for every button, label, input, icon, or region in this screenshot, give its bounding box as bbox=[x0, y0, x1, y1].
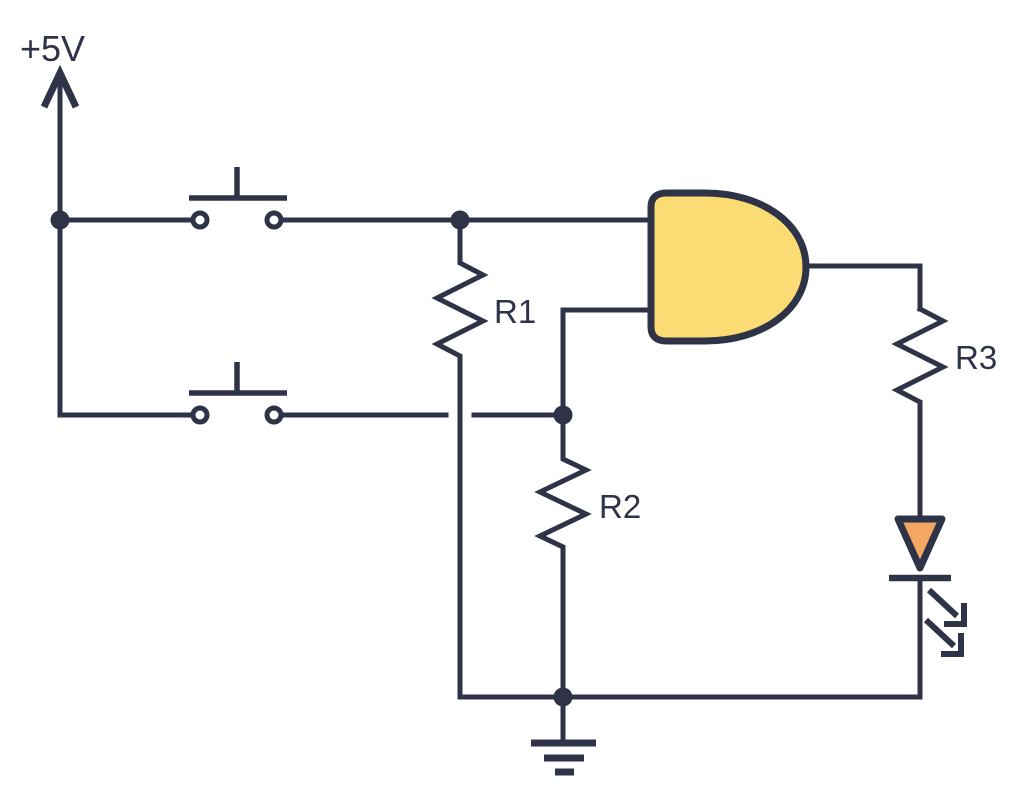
light-arrow-1-head bbox=[944, 603, 967, 627]
junction-dot-ground bbox=[553, 687, 573, 707]
left-rail-wire bbox=[57, 73, 194, 418]
resistor-r2-symbol bbox=[534, 412, 592, 700]
led bbox=[889, 515, 967, 657]
power-supply-arrow: +5V bbox=[20, 28, 85, 109]
push-button-2-contact-left bbox=[190, 405, 210, 425]
led-light-arrows-icon bbox=[923, 587, 967, 657]
ground-symbol bbox=[531, 694, 596, 776]
light-arrow-2-shaft bbox=[923, 617, 957, 649]
supply-voltage-label: +5V bbox=[20, 28, 85, 69]
push-button-2-contact-right bbox=[264, 405, 284, 425]
push-button-1-contact-right bbox=[264, 210, 284, 230]
push-button-1-contact-left bbox=[190, 210, 210, 230]
push-button-2 bbox=[189, 362, 287, 425]
and-gate-body bbox=[647, 189, 810, 345]
wire-node-to-gate-input2 bbox=[560, 307, 653, 418]
up-arrow-icon bbox=[40, 64, 80, 109]
resistor-r3-label: R3 bbox=[955, 339, 997, 376]
junction-dot-r1-top bbox=[450, 210, 470, 230]
light-arrow-1-shaft bbox=[926, 587, 960, 619]
push-button-1 bbox=[189, 167, 287, 230]
light-arrow-2-head bbox=[941, 633, 964, 657]
wire-gate-output bbox=[799, 263, 923, 312]
junction-dot-input2 bbox=[553, 405, 573, 425]
resistor-r3: R3 bbox=[891, 305, 997, 522]
led-triangle bbox=[894, 515, 946, 572]
resistor-r2: R2 bbox=[534, 412, 641, 700]
resistor-r2-label: R2 bbox=[599, 488, 641, 525]
junction-dot-rail-top bbox=[50, 210, 70, 230]
and-gate bbox=[647, 189, 810, 345]
resistor-r1: R1 bbox=[431, 217, 536, 700]
resistor-r1-symbol bbox=[431, 217, 489, 700]
resistor-r3-symbol bbox=[891, 305, 949, 522]
resistor-r1-label: R1 bbox=[494, 293, 536, 330]
